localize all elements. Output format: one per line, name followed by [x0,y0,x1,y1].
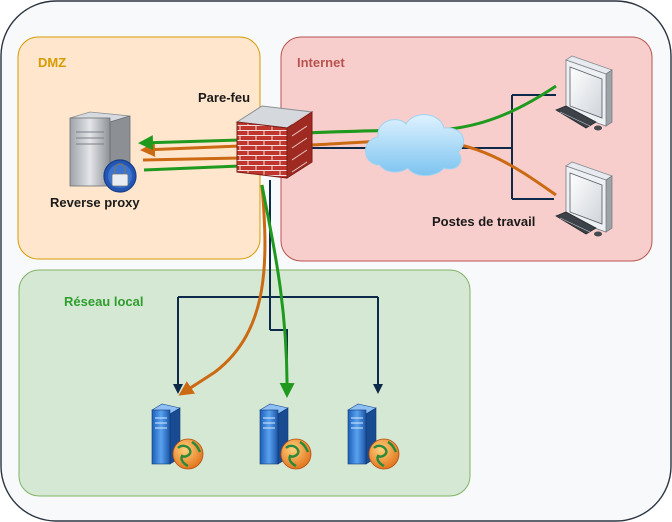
lan-server-3 [347,403,400,470]
web-server-icon [151,403,204,470]
server-lock-icon [69,111,137,193]
firewall-label: Pare-feu [198,90,251,105]
green-flow-proxy-return [143,164,241,172]
desktop-computer-icon [555,161,613,237]
internet-zone-label: Internet [297,55,345,70]
workstations-label: Postes de travail [432,214,536,229]
lan-server-2 [259,403,312,470]
workstation-top [555,55,613,131]
cloud-icon [365,114,465,176]
internet-cloud [365,114,465,176]
reverse-proxy-label: Reverse proxy [50,195,140,210]
network-links [173,94,556,394]
reverse-proxy-server [69,111,137,193]
firewall-icon [235,105,314,179]
firewall [235,105,314,179]
green-flow-to-lan-server-2 [260,184,295,398]
workstation-bottom [555,161,613,237]
desktop-computer-icon [555,55,613,131]
orange-flow-proxy-return [142,156,241,162]
local-network-zone-label: Réseau local [64,294,144,309]
web-server-icon [259,403,312,470]
orange-flow-to-lan-server-1 [178,184,267,396]
lan-server-1 [151,403,204,470]
dmz-zone-label: DMZ [38,55,67,70]
web-server-icon [347,403,400,470]
